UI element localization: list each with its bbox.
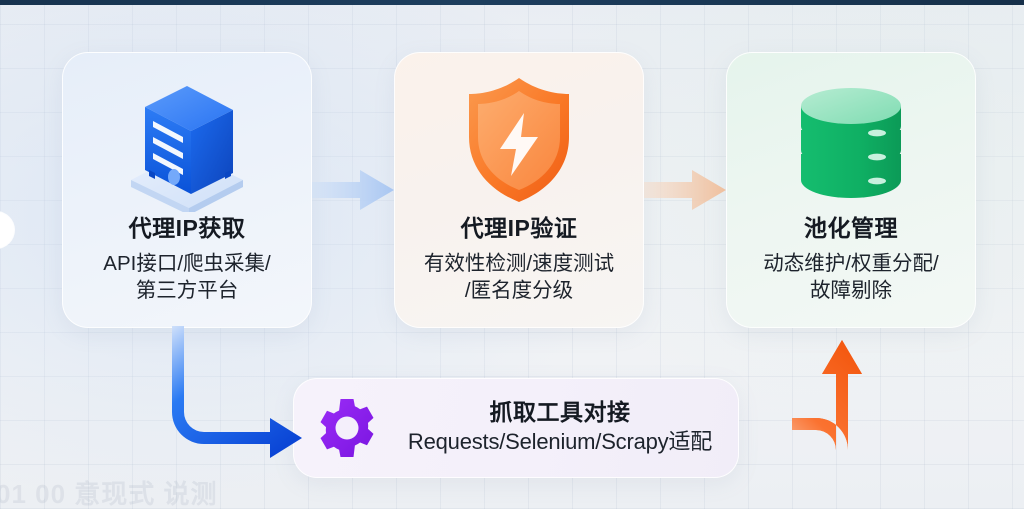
card-subtitle-acquire: API接口/爬虫采集/ 第三方平台: [103, 252, 271, 303]
shield-bolt-icon: [469, 78, 569, 202]
shield-bolt-icon-wrap: [395, 53, 643, 213]
card-subtitle-tools: Requests/Selenium/Scrapy适配: [407, 429, 713, 455]
card-subtitle-pool: 动态维护/权重分配/ 故障剔除: [763, 252, 939, 303]
connector-tools-to-pool: [792, 340, 862, 450]
watermark-text: 01 00 意现式 说测: [0, 479, 218, 509]
step-card-acquire[interactable]: 代理IP获取 API接口/爬虫采集/ 第三方平台: [62, 52, 312, 328]
card-subtitle-verify: 有效性检测/速度测试 /匿名度分级: [423, 252, 615, 303]
top-bar: [0, 0, 1024, 5]
card-title-tools: 抓取工具对接: [489, 398, 631, 425]
database-icon-wrap: [727, 53, 975, 213]
left-edge-orb: [0, 212, 14, 248]
connector-acquire-to-verify: [312, 170, 394, 210]
server-icon: [131, 86, 243, 212]
server-icon-wrap: [63, 53, 311, 213]
gear-icon: [320, 399, 374, 457]
card-title-verify: 代理IP验证: [460, 215, 578, 241]
connector-acquire-to-tools: [172, 326, 302, 458]
step-card-tools[interactable]: 抓取工具对接 Requests/Selenium/Scrapy适配: [293, 378, 739, 478]
step-card-pool[interactable]: 池化管理 动态维护/权重分配/ 故障剔除: [726, 52, 976, 328]
connector-verify-to-pool: [644, 170, 726, 210]
tools-text-block: 抓取工具对接 Requests/Selenium/Scrapy适配: [382, 399, 738, 457]
card-title-pool: 池化管理: [804, 215, 898, 241]
database-icon: [801, 88, 901, 198]
card-title-acquire: 代理IP获取: [128, 215, 246, 241]
step-card-verify[interactable]: 代理IP验证 有效性检测/速度测试 /匿名度分级: [394, 52, 644, 328]
